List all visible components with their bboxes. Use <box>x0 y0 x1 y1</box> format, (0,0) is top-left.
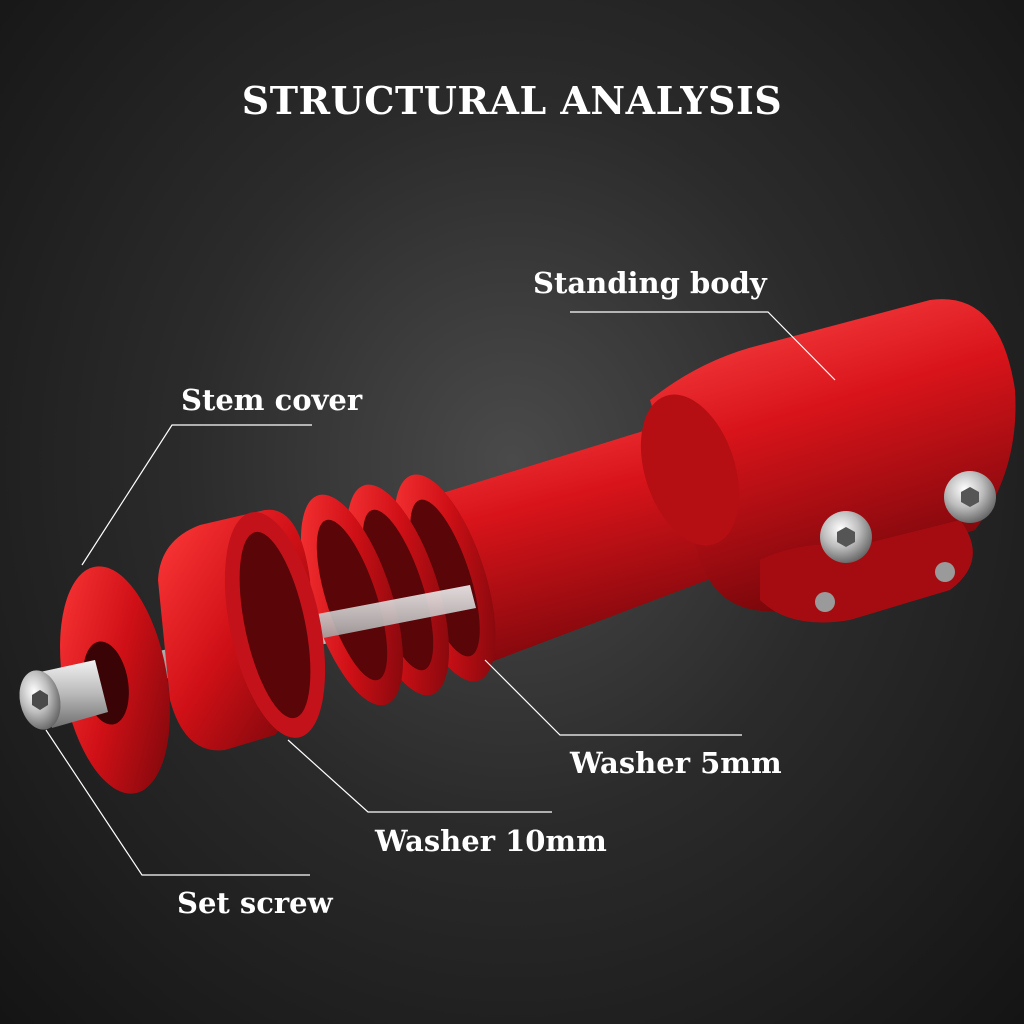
clamp-bolt-stub <box>935 562 955 582</box>
label-stem-cover: Stem cover <box>181 383 363 417</box>
hex-socket-icon <box>961 487 979 507</box>
washer-5mm-stack <box>300 474 496 706</box>
label-set-screw: Set screw <box>177 886 333 920</box>
hex-socket-icon <box>837 527 855 547</box>
set-screw <box>19 660 108 730</box>
leader-line-washer-5mm <box>484 659 742 736</box>
leader-line-set-screw <box>45 729 310 876</box>
page-title: STRUCTURAL ANALYSIS <box>241 78 783 123</box>
hex-socket-icon <box>32 690 48 710</box>
leader-line-stem-cover <box>81 424 312 566</box>
label-washer-5mm: Washer 5mm <box>570 746 782 780</box>
label-washer-10mm: Washer 10mm <box>375 824 607 858</box>
leader-line-standing-body <box>570 311 836 381</box>
leader-line-washer-10mm <box>287 739 552 813</box>
washer-10mm <box>158 509 326 751</box>
clamp-jaw <box>760 520 973 623</box>
label-standing-body: Standing body <box>533 266 767 300</box>
standing-body-end <box>640 394 740 546</box>
clamp-bolt-stub <box>815 592 835 612</box>
